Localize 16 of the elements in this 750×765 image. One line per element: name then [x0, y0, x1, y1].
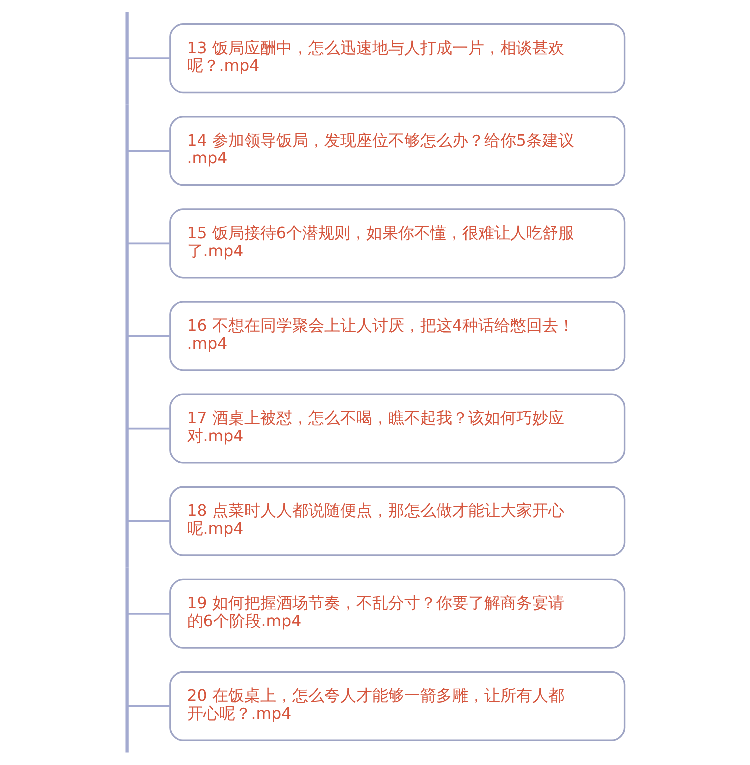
connector: [128, 428, 170, 430]
connector: [128, 612, 170, 615]
node-box: 19 如何把握酒场节奏，不乱分寸？你要了解商务宴请的6个阶段.mp4: [170, 578, 626, 649]
node-box: 13 饭局应酬中，怎么迅速地与人打成一片，相谈甚欢呢？.mp4: [170, 24, 626, 94]
node-box: 20 在饭桌上，怎么夸人才能够一箭多雕，让所有人都开心呢？.mp4: [170, 671, 626, 742]
node-box: 15 饭局接待6个潜规则，如果你不懂，很难让人吃舒服了.mp4: [170, 208, 626, 279]
connector: [128, 520, 170, 522]
connector: [128, 706, 170, 708]
node-box: 16 不想在同学聚会上让人讨厌，把这4种话给憋回去！.mp4: [170, 301, 626, 372]
connector: [128, 150, 170, 152]
node-box: 17 酒桌上被怼，怎么不喝，瞧不起我？该如何巧妙应对.mp4: [170, 394, 626, 464]
connector: [128, 58, 170, 60]
node-box: 18 点菜时人人都说随便点，那怎么做才能让大家开心呢.mp4: [170, 486, 626, 556]
connector: [128, 242, 170, 245]
node-box: 14 参加领导饭局，发现座位不够怎么办？给你5条建议.mp4: [170, 116, 626, 186]
connector: [128, 335, 170, 338]
